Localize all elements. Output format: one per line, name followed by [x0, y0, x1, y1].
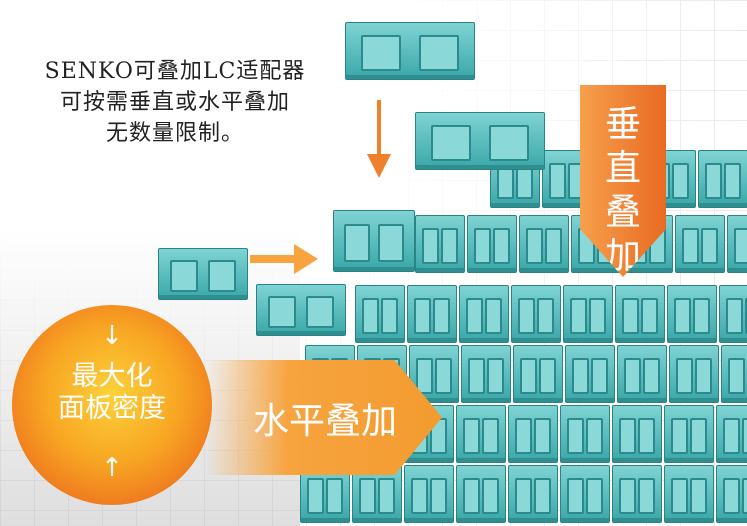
lc-adapter: [698, 150, 747, 208]
badge-line-1: 最大化: [71, 361, 153, 392]
lc-adapter: [716, 405, 747, 463]
lc-adapter: [565, 345, 615, 403]
lc-adapter: [415, 112, 545, 170]
intro-line-2: 可按需垂直或水平叠加: [59, 90, 290, 115]
up-arrow-icon: ↑: [101, 453, 123, 483]
badge-line-2: 面板密度: [58, 393, 166, 424]
lc-adapter: [664, 405, 714, 463]
down-arrow-icon: ↓: [101, 321, 123, 351]
lc-adapter: [511, 285, 561, 343]
lc-adapter: [669, 345, 719, 403]
panel-density-badge: ↓ 最大化 面板密度 ↑: [12, 305, 212, 505]
lc-adapter: [404, 465, 454, 523]
lc-adapter: [508, 465, 558, 523]
lc-adapter: [456, 405, 506, 463]
horizontal-stacking-label: 水平叠加: [253, 401, 398, 442]
lc-adapter: [333, 210, 415, 272]
lc-adapter: [355, 285, 405, 343]
intro-line-1: SENKO可叠加LC适配器: [44, 59, 306, 84]
down-arrow-icon: [367, 100, 391, 178]
lc-adapter: [461, 345, 511, 403]
lc-adapter: [721, 345, 747, 403]
lc-adapter: [560, 405, 610, 463]
right-arrow-icon: [250, 244, 318, 274]
lc-adapter: [716, 465, 747, 523]
lc-adapter: [415, 215, 465, 273]
lc-adapter: [719, 285, 747, 343]
lc-adapter: [409, 345, 459, 403]
lc-adapter: [345, 22, 475, 80]
lc-adapter: [560, 465, 610, 523]
lc-adapter: [667, 285, 717, 343]
lc-adapter: [617, 345, 667, 403]
lc-adapter: [513, 345, 563, 403]
lc-adapter: [563, 285, 613, 343]
lc-adapter: [508, 405, 558, 463]
lc-adapter: [459, 285, 509, 343]
lc-adapter: [664, 465, 714, 523]
vertical-stacking-label: 垂直叠加: [604, 104, 641, 277]
lc-adapter: [256, 284, 346, 336]
lc-adapter: [615, 285, 665, 343]
lc-adapter: [612, 405, 662, 463]
lc-adapter: [519, 215, 569, 273]
lc-adapter: [727, 215, 747, 273]
lc-adapter: [675, 215, 725, 273]
lc-adapter: [407, 285, 457, 343]
lc-adapter: [158, 248, 248, 300]
lc-adapter: [456, 465, 506, 523]
lc-adapter: [467, 215, 517, 273]
intro-line-3: 无数量限制。: [105, 121, 244, 146]
intro-text: SENKO可叠加LC适配器 可按需垂直或水平叠加 无数量限制。: [40, 56, 310, 149]
horizontal-stacking-arrow: 水平叠加: [205, 360, 442, 475]
lc-adapter: [612, 465, 662, 523]
